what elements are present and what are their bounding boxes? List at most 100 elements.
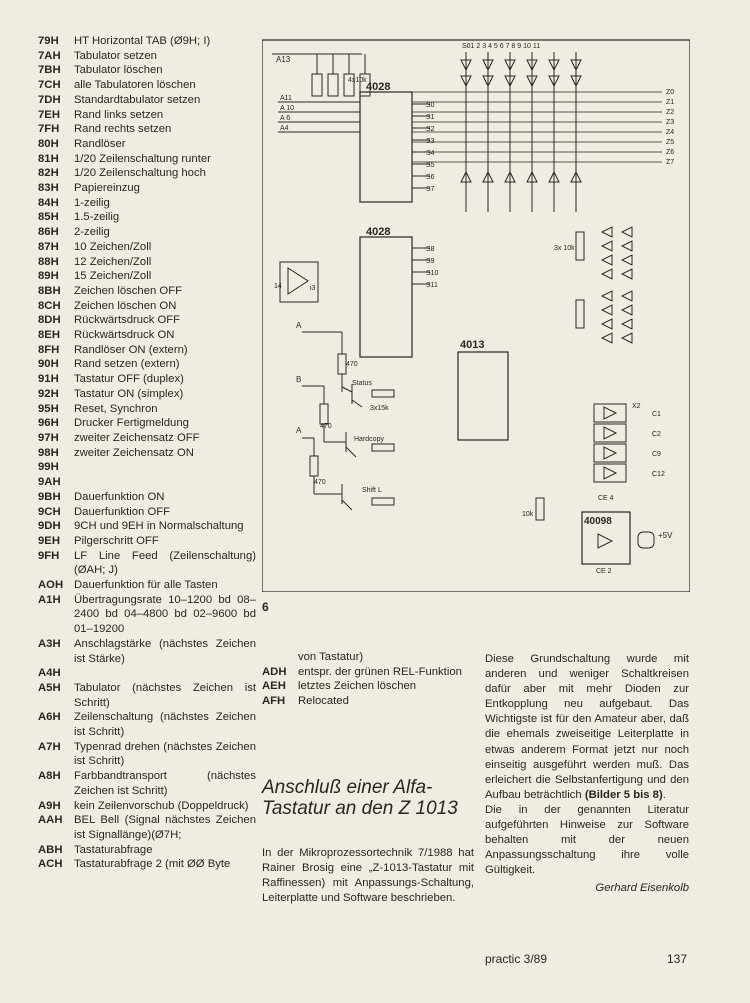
diode: [600, 290, 613, 302]
code-description: Tastaturabfrage 2 (mit ØØ Byte: [74, 858, 231, 871]
code-description: HT Horizontal TAB (Ø9H; I): [74, 35, 211, 47]
article-text: In der Mikroprozessortechnik 7/1988 hat …: [262, 847, 474, 904]
code-description: Drucker Fertigmeldung: [74, 417, 189, 430]
code: 9AH: [38, 476, 61, 489]
transistor-stages: [302, 331, 395, 511]
code-row: 79H HT Horizontal TAB (Ø9H; I): [38, 34, 256, 49]
ic-4013: [457, 351, 509, 441]
label-pin14: 14: [274, 283, 282, 290]
code: AOH: [38, 579, 64, 592]
magazine-issue: practic 3/89: [485, 952, 548, 966]
code: A5H: [38, 681, 61, 694]
label-ce2: CE 2: [596, 568, 612, 575]
code-row: 85H 1.5-zeilig: [38, 210, 256, 225]
code: AEH: [262, 680, 286, 693]
s-label: S4: [426, 150, 435, 157]
diode: [620, 290, 633, 302]
label-a11: A11: [280, 95, 292, 102]
diode: [620, 268, 633, 280]
diode: [620, 332, 633, 344]
code: 83H: [38, 182, 59, 195]
code-description: [74, 475, 256, 490]
code-description: 9CH und 9EH in Normalschaltung: [74, 520, 244, 533]
code: 97H: [38, 431, 59, 444]
code: 7BH: [38, 64, 61, 77]
diode: [600, 268, 613, 280]
code: 85H: [38, 211, 59, 224]
circuit-schematic: A13 4x10k 4028 A11 A 10 A 6 A4 4028 14 i…: [262, 39, 690, 592]
code-description: alle Tabulatoren löschen: [74, 79, 196, 92]
label-x2: X2: [632, 403, 641, 410]
code-description: Pilgerschritt OFF: [74, 534, 159, 547]
ic-4028-upper: [359, 91, 413, 203]
code: 96H: [38, 417, 59, 430]
s-label: S2: [426, 126, 435, 133]
code: 79H: [38, 35, 59, 47]
code-row: 96H Drucker Fertigmeldung: [38, 416, 256, 431]
diode: [600, 254, 613, 266]
ic-40098-label: 40098: [584, 516, 612, 527]
code-description: 10 Zeichen/Zoll: [74, 240, 152, 253]
buffer: [603, 426, 618, 440]
code: 92H: [38, 387, 59, 400]
code: A7H: [38, 740, 61, 753]
code: 8FH: [38, 343, 60, 356]
label-a13: A13: [276, 55, 291, 64]
code-description: 1-zeilig: [74, 196, 110, 209]
code-description: 1.5-zeilig: [74, 211, 120, 224]
z-label: Z2: [666, 109, 674, 116]
code: 98H: [38, 446, 59, 459]
code: 99H: [38, 461, 59, 474]
code-description: Tastatur OFF (duplex): [74, 373, 184, 386]
label-a2: A: [296, 426, 302, 435]
z-label: Z7: [666, 159, 674, 166]
buffer: [603, 446, 618, 460]
label-shift: Shift L: [362, 487, 382, 494]
code: 8BH: [38, 284, 61, 297]
code-row: 9DH 9CH und 9EH in Normalschaltung: [38, 519, 256, 534]
diode: [600, 226, 613, 238]
code-description: Dauerfunktion für alle Tasten: [74, 579, 218, 592]
code-description: Dauerfunktion ON: [74, 490, 165, 503]
code-description: Übertragungsrate 10–1200 bd 08–2400 bd 0…: [74, 593, 256, 636]
article-heading: Anschluß einer Alfa-Tastatur an den Z 10…: [262, 777, 458, 819]
figure-ref: (Bilder 5 bis 8): [584, 788, 663, 801]
key-header: S01 2 3 4 5 6 7 8 9 10 11: [462, 43, 540, 50]
label-resnet: 4x10k: [348, 77, 367, 84]
diode: [620, 226, 633, 238]
code-description: Tastaturabfrage: [74, 843, 153, 856]
label-plus5v: +5V: [658, 531, 673, 540]
buffer: [603, 406, 618, 420]
code-description: Dauerfunktion OFF: [74, 505, 171, 518]
code: 8DH: [38, 314, 61, 327]
code-description: Zeilenschaltung (nächstes Zeichen ist Sc…: [74, 711, 256, 739]
code: A8H: [38, 770, 61, 783]
buffer: [597, 533, 614, 549]
s-label: S7: [426, 186, 435, 193]
code: ADH: [262, 665, 287, 678]
code: 9DH: [38, 520, 61, 533]
diode: [600, 304, 613, 316]
s-label: S5: [426, 162, 435, 169]
ic-4028-lower-label: 4028: [366, 226, 390, 238]
diode: [620, 318, 633, 330]
code-description: Zeichen löschen ON: [74, 299, 177, 312]
